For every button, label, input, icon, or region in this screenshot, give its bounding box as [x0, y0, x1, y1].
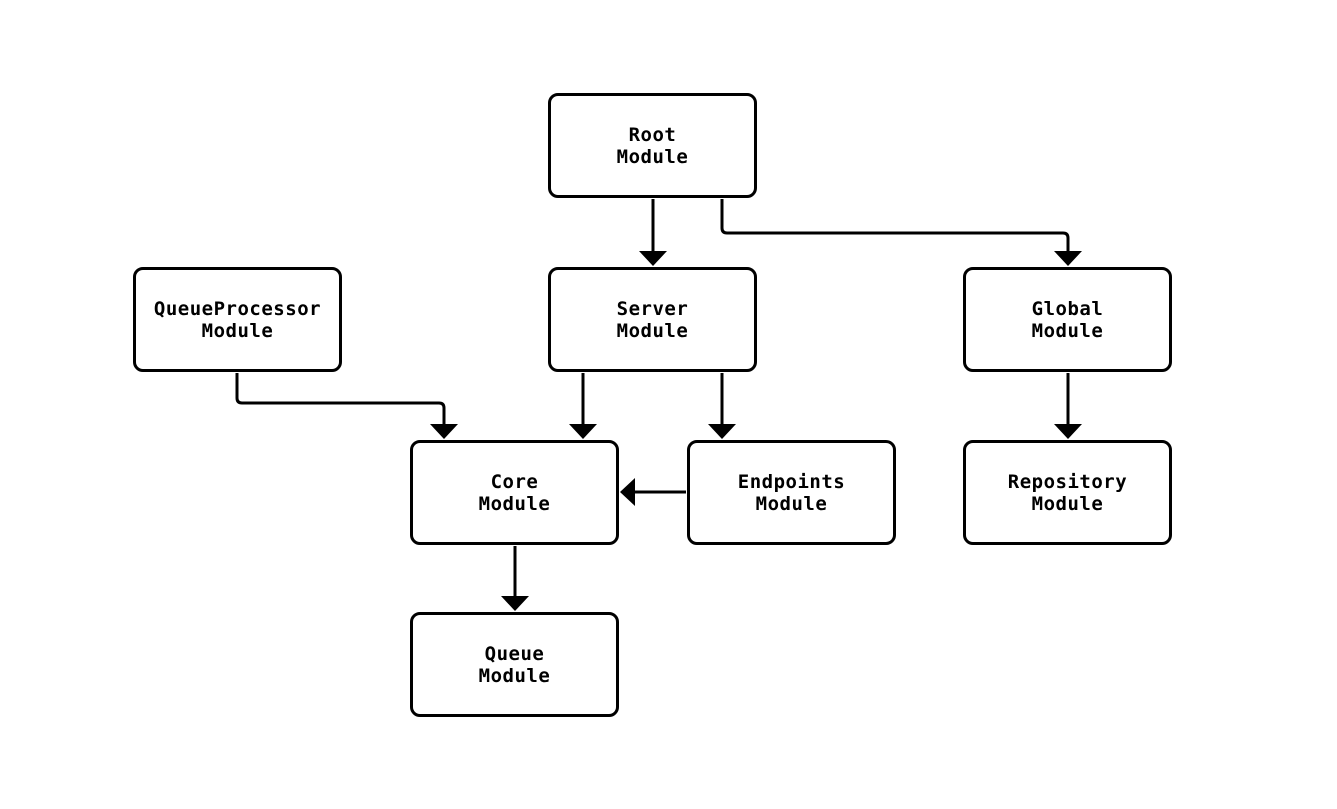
arrowhead-down-icon: [1054, 424, 1082, 439]
arrowhead-down-icon: [501, 596, 529, 611]
edge-root-to-global: [720, 199, 1082, 266]
edge-global-to-repository: [1054, 373, 1082, 439]
node-queue-module: Queue Module: [410, 612, 619, 717]
arrowhead-down-icon: [569, 424, 597, 439]
edge-server-to-core: [569, 373, 597, 439]
node-queueprocessor-module-label: QueueProcessor Module: [153, 297, 322, 342]
arrowhead-down-icon: [1054, 251, 1082, 266]
edge-queueprocessor-to-core: [235, 373, 458, 439]
node-endpoints-module: Endpoints Module: [687, 440, 896, 545]
node-global-module: Global Module: [963, 267, 1172, 372]
edge-core-to-queue: [501, 546, 529, 611]
arrowhead-left-icon: [620, 478, 635, 506]
arrowhead-down-icon: [639, 251, 667, 266]
edge-server-to-endpoints: [708, 373, 736, 439]
arrowhead-down-icon: [430, 424, 458, 439]
node-repository-module-label: Repository Module: [1007, 470, 1128, 515]
edge-root-to-server: [639, 199, 667, 266]
node-root-module-label: Root Module: [616, 123, 689, 168]
node-queue-module-label: Queue Module: [478, 642, 551, 687]
node-endpoints-module-label: Endpoints Module: [737, 470, 846, 515]
arrowhead-down-icon: [708, 424, 736, 439]
node-queueprocessor-module: QueueProcessor Module: [133, 267, 342, 372]
node-core-module-label: Core Module: [478, 470, 551, 515]
node-global-module-label: Global Module: [1031, 297, 1104, 342]
edge-endpoints-to-core: [620, 478, 686, 506]
node-server-module-label: Server Module: [616, 297, 689, 342]
node-repository-module: Repository Module: [963, 440, 1172, 545]
node-core-module: Core Module: [410, 440, 619, 545]
node-server-module: Server Module: [548, 267, 757, 372]
node-root-module: Root Module: [548, 93, 757, 198]
